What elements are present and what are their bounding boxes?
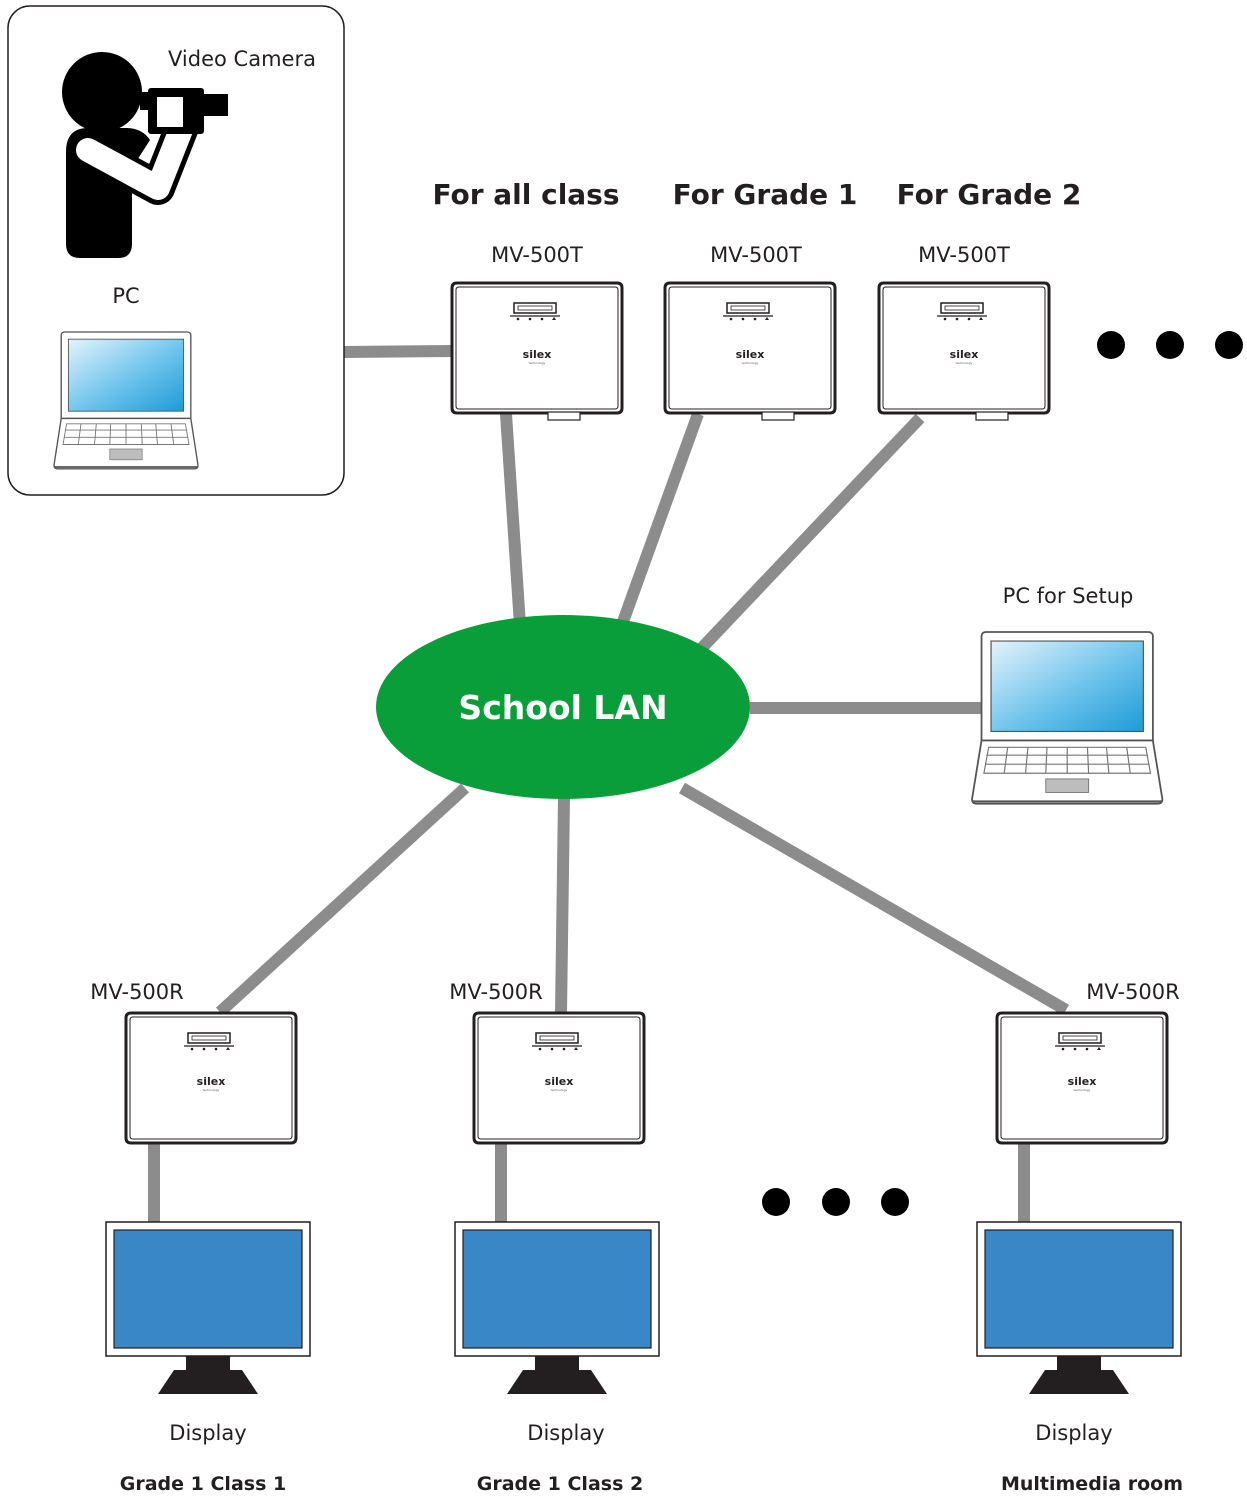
cable-transmitter-2: [614, 411, 704, 633]
heading-for-grade-2: For Grade 2: [897, 178, 1082, 211]
transmitter-2-model: MV-500T: [710, 243, 802, 267]
heading-for-all-class: For all class: [432, 178, 619, 211]
cable-receiver-1: [215, 783, 470, 1017]
school-lan: School LAN: [376, 615, 750, 799]
transmitter-1-brand: silex: [523, 348, 552, 361]
display-1: Display Grade 1 Class 1: [105, 1221, 311, 1495]
display-2: Display Grade 1 Class 2: [454, 1221, 660, 1495]
cable-transmitter-1: [500, 413, 526, 626]
cable-transmitter-3: [693, 413, 925, 657]
transmitter-3-brand: silex: [950, 348, 979, 361]
transmitter-3-model: MV-500T: [918, 243, 1010, 267]
location-grade-1-class-2: Grade 1 Class 2: [477, 1473, 643, 1495]
pc-label: PC: [112, 284, 139, 308]
receiver-2-model: MV-500R: [449, 980, 543, 1004]
receiver-1: MV-500R silex technology: [90, 980, 298, 1145]
display-3: Display Multimedia room: [976, 1221, 1183, 1495]
transmitter-1-model: MV-500T: [491, 243, 583, 267]
receiver-2: MV-500R silex technology: [449, 980, 646, 1145]
display-3-label: Display: [1035, 1421, 1112, 1445]
transmitter-2-brand: silex: [736, 348, 765, 361]
receiver-3-brand-tagline: technology: [1074, 1088, 1091, 1092]
transmitter-2-port: [761, 411, 795, 421]
transmitter-3-port: [975, 411, 1009, 421]
school-lan-cloud: [376, 615, 750, 799]
more-receivers-ellipsis-icon: [762, 1188, 909, 1216]
cable-receiver-2: [555, 797, 570, 1014]
setup-pc-laptop-icon: [970, 630, 1164, 805]
display-2-label: Display: [527, 1421, 604, 1445]
setup-pc-label: PC for Setup: [1003, 584, 1134, 608]
transmitter-3-brand-tagline: technology: [956, 361, 973, 365]
school-lan-label: School LAN: [458, 688, 667, 727]
receiver-2-brand: silex: [545, 1075, 574, 1088]
display-1-label: Display: [169, 1421, 246, 1445]
transmitter-2-brand-tagline: technology: [742, 361, 759, 365]
receiver-1-brand: silex: [197, 1075, 226, 1088]
receiver-3: MV-500R silex technology: [995, 980, 1180, 1145]
setup-pc: PC for Setup: [970, 584, 1164, 805]
receiver-2-brand-tagline: technology: [551, 1088, 568, 1092]
location-grade-1-class-1: Grade 1 Class 1: [120, 1473, 286, 1495]
transmitter-2: MV-500T silex technology: [663, 243, 837, 421]
receiver-3-brand: silex: [1068, 1075, 1097, 1088]
transmitter-3: MV-500T silex technology: [877, 243, 1051, 421]
pc-laptop-icon: [53, 331, 199, 470]
transmitter-1: MV-500T silex technology: [450, 243, 624, 421]
cables: [148, 345, 1070, 1222]
camera-label: Video Camera: [168, 47, 316, 71]
display-3-monitor-icon: [976, 1221, 1182, 1395]
transmitter-1-brand-tagline: technology: [529, 361, 546, 365]
receiver-1-brand-tagline: technology: [203, 1088, 220, 1092]
display-1-monitor-icon: [105, 1221, 311, 1395]
cable-pc-to-transmitter-1: [343, 345, 453, 358]
cameraman-icon: [62, 52, 228, 258]
receiver-1-model: MV-500R: [90, 980, 184, 1004]
transmitter-1-port: [547, 411, 581, 421]
location-multimedia-room: Multimedia room: [1001, 1473, 1183, 1495]
cable-receiver-3: [678, 782, 1070, 1016]
more-transmitters-ellipsis-icon: [1097, 331, 1243, 359]
heading-for-grade-1: For Grade 1: [673, 178, 858, 211]
receiver-3-model: MV-500R: [1086, 980, 1180, 1004]
display-2-monitor-icon: [454, 1221, 660, 1395]
source-group: Video Camera PC: [7, 5, 345, 496]
